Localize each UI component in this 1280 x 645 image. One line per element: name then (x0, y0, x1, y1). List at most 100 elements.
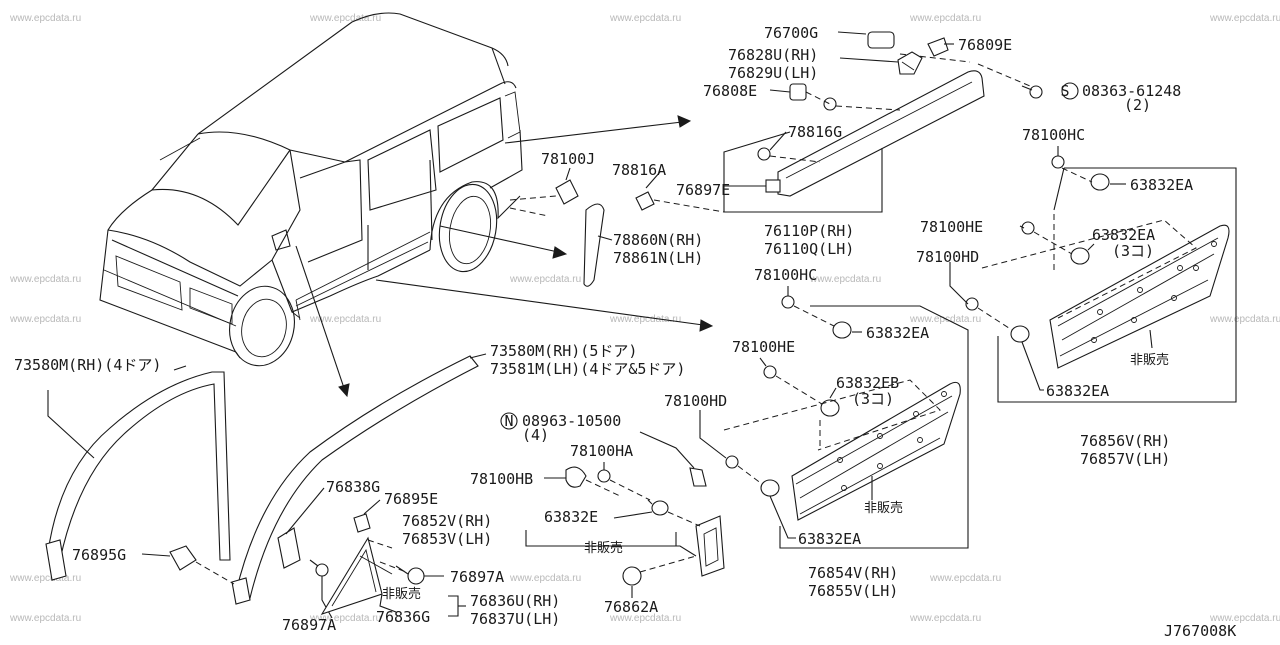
label-78100HC-middle: 78100HC (754, 266, 817, 284)
group-top-molding (509, 31, 1079, 287)
label-76853V: 76853V(LH) (402, 530, 492, 548)
clip-78100HE-middle (763, 365, 777, 379)
panel-holes-middle (837, 391, 947, 491)
label-78816A: 78816A (612, 161, 666, 179)
clip-76895G (169, 545, 197, 571)
group-middle-molding (699, 286, 969, 549)
watermark: www.epcdata.ru (909, 613, 981, 624)
n-mark: N (504, 412, 513, 430)
clip-76862A (622, 566, 642, 586)
clip-76897E (765, 179, 781, 193)
diagram-ref-code: J767008K (1164, 622, 1236, 640)
label-76829U: 76829U(LH) (728, 64, 818, 82)
label-76110Q: 76110Q(LH) (764, 240, 854, 258)
watermark: www.epcdata.ru (929, 573, 1001, 584)
label-78100HE-middle: 78100HE (732, 338, 795, 356)
label-63832EA-right-1: 63832EA (1130, 176, 1193, 194)
watermark: www.epcdata.ru (1209, 314, 1280, 325)
label-78861N: 78861N(LH) (613, 249, 703, 267)
label-08963: 08963-10500 (522, 412, 621, 430)
watermark: www.epcdata.ru (9, 613, 81, 624)
panel-holes-right (1091, 241, 1217, 343)
label-76836G: 76836G (376, 608, 430, 626)
clip-76809E (927, 37, 949, 57)
group-right-rear-molding (949, 146, 1237, 403)
label-76897E: 76897E (676, 181, 730, 199)
bracket-76852V (695, 515, 725, 577)
label-76809E: 76809E (958, 36, 1012, 54)
label-78100HD-middle: 78100HD (664, 392, 727, 410)
group-center-clips (500, 412, 725, 598)
label-78816G: 78816G (788, 123, 842, 141)
label-08363: 08363-61248 (1082, 82, 1181, 100)
clip-76895E (353, 513, 371, 533)
van-illustration (99, 12, 523, 367)
watermark: www.epcdata.ru (309, 314, 381, 325)
clip-76897A-2 (407, 567, 425, 585)
label-76854V: 76854V(RH) (808, 564, 898, 582)
watermark: www.epcdata.ru (609, 613, 681, 624)
clip-63832EA-right-1 (1090, 173, 1110, 191)
watermark: www.epcdata.ru (909, 314, 981, 325)
label-76855V: 76855V(LH) (808, 582, 898, 600)
label-63832EA-middle-2: 63832EA (798, 530, 861, 548)
label-63832EA-right-2: 63832EA (1092, 226, 1155, 244)
label-78100HC-right: 78100HC (1022, 126, 1085, 144)
watermark: www.epcdata.ru (9, 13, 81, 24)
label-not-sold-bottom: 非販売 (584, 540, 623, 556)
bracket-76838G (277, 527, 301, 569)
label-63832EA-middle-1: 63832EA (866, 324, 929, 342)
label-76857V: 76857V(LH) (1080, 450, 1170, 468)
clip-76700G (867, 31, 895, 49)
watermark: www.epcdata.ru (9, 274, 81, 285)
label-73580M-5door: 73580M(RH)(5ドア) (490, 342, 637, 360)
watermark: www.epcdata.ru (509, 573, 581, 584)
clip-78100HE-right (1021, 221, 1035, 235)
part-labels: 76700G 76809E 76828U(RH) 76829U(LH) 7680… (14, 24, 1236, 640)
label-76895G: 76895G (72, 546, 126, 564)
label-78100HE-right: 78100HE (920, 218, 983, 236)
clip-63832E (651, 500, 669, 516)
clip-78816A (635, 191, 655, 211)
label-not-sold-triangle: 非販売 (382, 586, 421, 602)
clip-63832EA-right-3 (1010, 325, 1030, 343)
label-73581M: 73581M(LH)(4ドア&5ドア) (490, 360, 685, 378)
clip-63832EA-right-2 (1070, 247, 1090, 265)
label-76828U: 76828U(RH) (728, 46, 818, 64)
watermark: www.epcdata.ru (9, 573, 81, 584)
label-63832EB: 63832EB (836, 374, 899, 392)
leader-arrows (295, 115, 714, 398)
label-76836U: 76836U(RH) (470, 592, 560, 610)
label-78100J: 78100J (541, 150, 595, 168)
label-63832E: 63832E (544, 508, 598, 526)
label-76808E: 76808E (703, 82, 757, 100)
group-door-sash (45, 353, 487, 619)
label-76110P: 76110P(RH) (764, 222, 854, 240)
watermark: www.epcdata.ru (9, 314, 81, 325)
clip-78100HB (565, 466, 587, 488)
fender-molding-78860N (583, 203, 605, 287)
clip-63832EA-middle-2 (760, 479, 780, 497)
watermark: www.epcdata.ru (809, 274, 881, 285)
clip-78100HD-right (965, 297, 979, 311)
watermarks: www.epcdata.ru www.epcdata.ru www.epcdat… (9, 13, 1280, 624)
label-73580M-4door: 73580M(RH)(4ドア) (14, 356, 161, 374)
screw-08363 (1029, 85, 1043, 99)
label-76837U: 76837U(LH) (470, 610, 560, 628)
watermark: www.epcdata.ru (609, 314, 681, 325)
watermark: www.epcdata.ru (909, 13, 981, 24)
label-76700G: 76700G (764, 24, 818, 42)
s-mark: S (1060, 82, 1069, 100)
clip-08963 (689, 467, 707, 487)
clip-63832EA-middle-1 (832, 321, 852, 339)
clip-63832EB (820, 399, 840, 417)
clip-78100HD-middle (725, 455, 739, 469)
panel-76854V (791, 381, 961, 521)
watermark: www.epcdata.ru (1209, 13, 1280, 24)
label-76852V: 76852V(RH) (402, 512, 492, 530)
label-not-sold-right: 非販売 (1130, 352, 1169, 368)
door-sash-73580M-5door (235, 355, 479, 599)
clip-78100J (555, 179, 579, 205)
